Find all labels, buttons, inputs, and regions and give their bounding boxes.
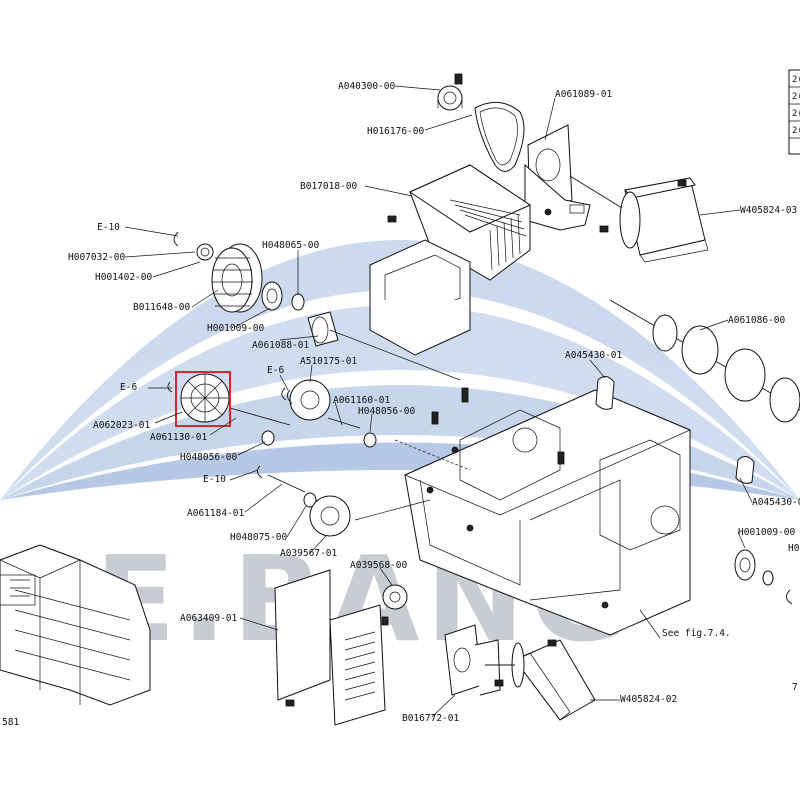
left-machine-assembly (0, 544, 151, 706)
label-w405824-02: W405824-02 (620, 694, 677, 705)
label-b017018-00: B017018-00 (300, 181, 357, 192)
label-see-fig: See fig.7.4. (662, 628, 731, 639)
legend-row-4: 2( (792, 126, 800, 136)
leader-lines (124, 85, 753, 718)
label-a061160-01: A061160-01 (333, 395, 390, 406)
label-h0-right: H0 (788, 543, 800, 554)
label-h016176-00: H016176-00 (367, 126, 424, 137)
label-a045430-01-top: A045430-01 (565, 350, 622, 361)
label-e-6-mid: E-6 (267, 365, 284, 376)
legend-row-2: 2( (792, 92, 800, 102)
middle-gear-set (167, 373, 377, 537)
label-h048056-00-right: H048056-00 (358, 406, 415, 417)
label-a045430-01-right: A045430-0 (752, 497, 800, 508)
label-h001009-00-top: H001009-00 (207, 323, 264, 334)
label-e-10-mid: E-10 (203, 474, 226, 485)
main-frame (404, 387, 691, 636)
label-a061086-00: A061086-00 (728, 315, 785, 326)
legend-row-1: 2( (792, 75, 800, 85)
highlight-box (175, 371, 231, 427)
gear-b011648 (173, 231, 339, 347)
shaft-a061086 (595, 299, 800, 605)
legend-table: 2( 2( 2( 2( (788, 69, 800, 155)
label-a061184-01: A061184-01 (187, 508, 244, 519)
motor-w405824-02 (381, 584, 596, 721)
label-e-6-left: E-6 (120, 382, 137, 393)
page-ref-left: 581 (2, 717, 19, 728)
label-h048065-00: H048065-00 (262, 240, 319, 251)
motor-bracket-top (524, 124, 609, 233)
cover-b017018 (369, 164, 532, 356)
label-e-10-top: E-10 (97, 222, 120, 233)
label-a510175-01: A510175-01 (300, 356, 357, 367)
legend-row-3: 2( (792, 109, 800, 119)
label-a061089-01: A061089-01 (555, 89, 612, 100)
cover-a063409 (274, 569, 386, 726)
label-a061130-01: A061130-01 (150, 432, 207, 443)
label-h001009-00-right: H001009-00 (738, 527, 795, 538)
top-pulley-assembly (437, 73, 525, 172)
label-a039567-01: A039567-01 (280, 548, 337, 559)
motor-w405824-03 (569, 175, 709, 263)
page-ref-right: 7 (792, 682, 798, 693)
label-h048056-00-left: H048056-00 (180, 452, 237, 463)
label-a039568-00: A039568-00 (350, 560, 407, 571)
label-a062023-01: A062023-01 (93, 420, 150, 431)
label-h001402-00: H001402-00 (95, 272, 152, 283)
label-a061088-01: A061088-01 (252, 340, 309, 351)
label-a040300-00: A040300-00 (338, 81, 395, 92)
label-w405824-03: W405824-03 (740, 205, 797, 216)
label-b016772-01: B016772-01 (402, 713, 459, 724)
label-b011648-00: B011648-00 (133, 302, 190, 313)
label-h048075-00: H048075-00 (230, 532, 287, 543)
part-labels: A040300-00 A061089-01 H016176-00 B017018… (2, 81, 800, 728)
label-a063409-01: A063409-01 (180, 613, 237, 624)
label-h007032-00: H007032-00 (68, 252, 125, 263)
